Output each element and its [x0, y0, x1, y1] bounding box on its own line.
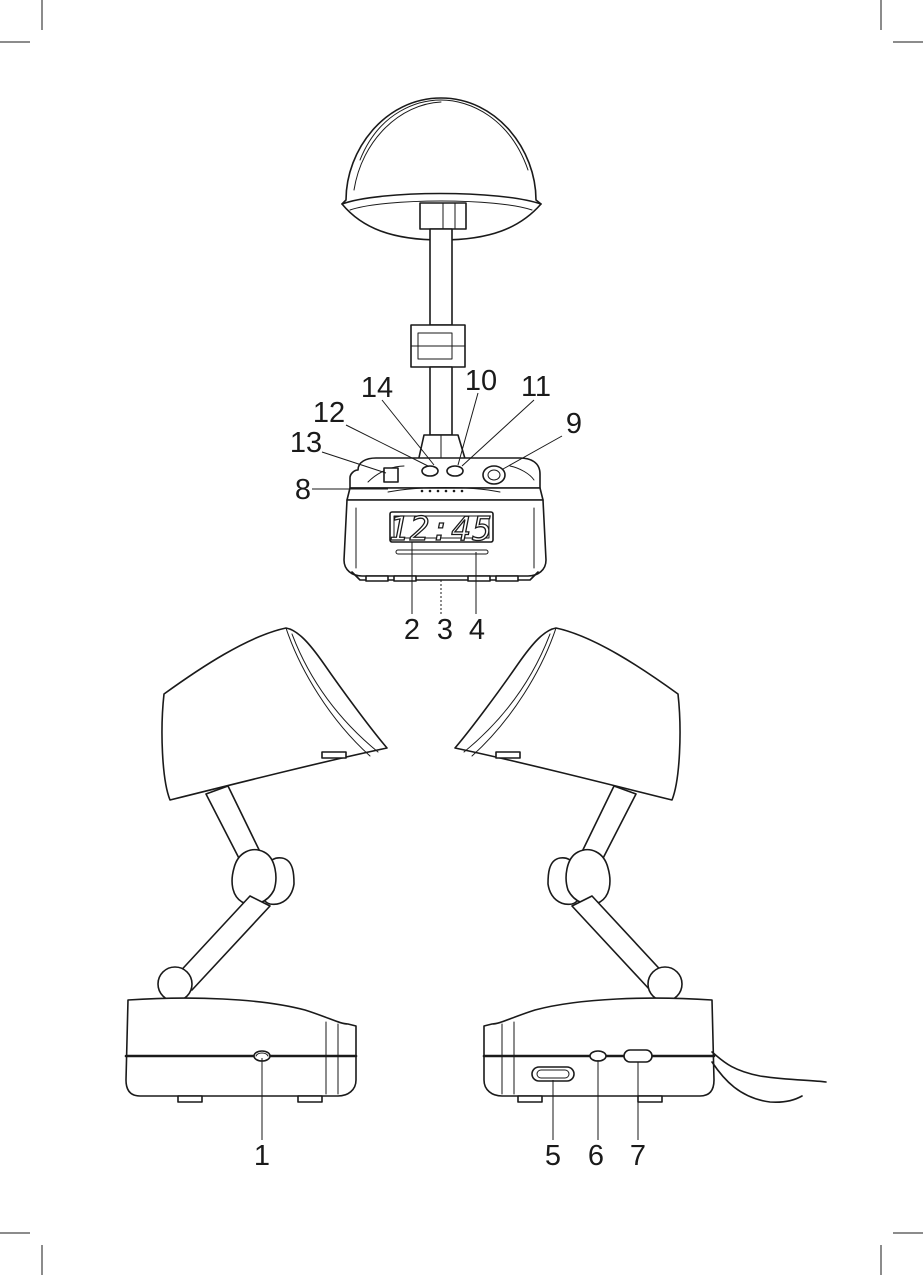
right-side-view: [455, 628, 826, 1102]
lamp-arm-left: [158, 786, 294, 1001]
lamp-shade-front: [342, 98, 541, 240]
callout-10: 10: [465, 365, 497, 397]
callout-2: 2: [404, 614, 420, 646]
lamp-shade-left: [162, 628, 387, 800]
power-cable: [712, 1052, 826, 1102]
callout-13: 13: [290, 427, 322, 459]
callout-14: 14: [361, 372, 393, 404]
lamp-shade-right: [455, 628, 680, 800]
lamp-arm-front: [411, 229, 466, 462]
callout-9: 9: [566, 408, 582, 440]
lamp-arm-right: [548, 786, 682, 1001]
callout-3: 3: [437, 614, 453, 646]
front-view: 12:45: [342, 98, 546, 581]
callout-1: 1: [254, 1140, 270, 1172]
callout-7: 7: [630, 1140, 646, 1172]
callout-11: 11: [521, 371, 551, 403]
clock-base-left: [126, 998, 356, 1102]
left-side-view: [126, 628, 387, 1102]
clock-base-front: 12:45: [344, 458, 546, 581]
callout-6: 6: [588, 1140, 604, 1172]
clock-base-right: [484, 998, 826, 1102]
callout-8: 8: [295, 474, 311, 506]
callout-12: 12: [313, 397, 345, 429]
callout-4: 4: [469, 614, 485, 646]
clock-display-time: 12:45: [389, 509, 493, 548]
callout-5: 5: [545, 1140, 561, 1172]
